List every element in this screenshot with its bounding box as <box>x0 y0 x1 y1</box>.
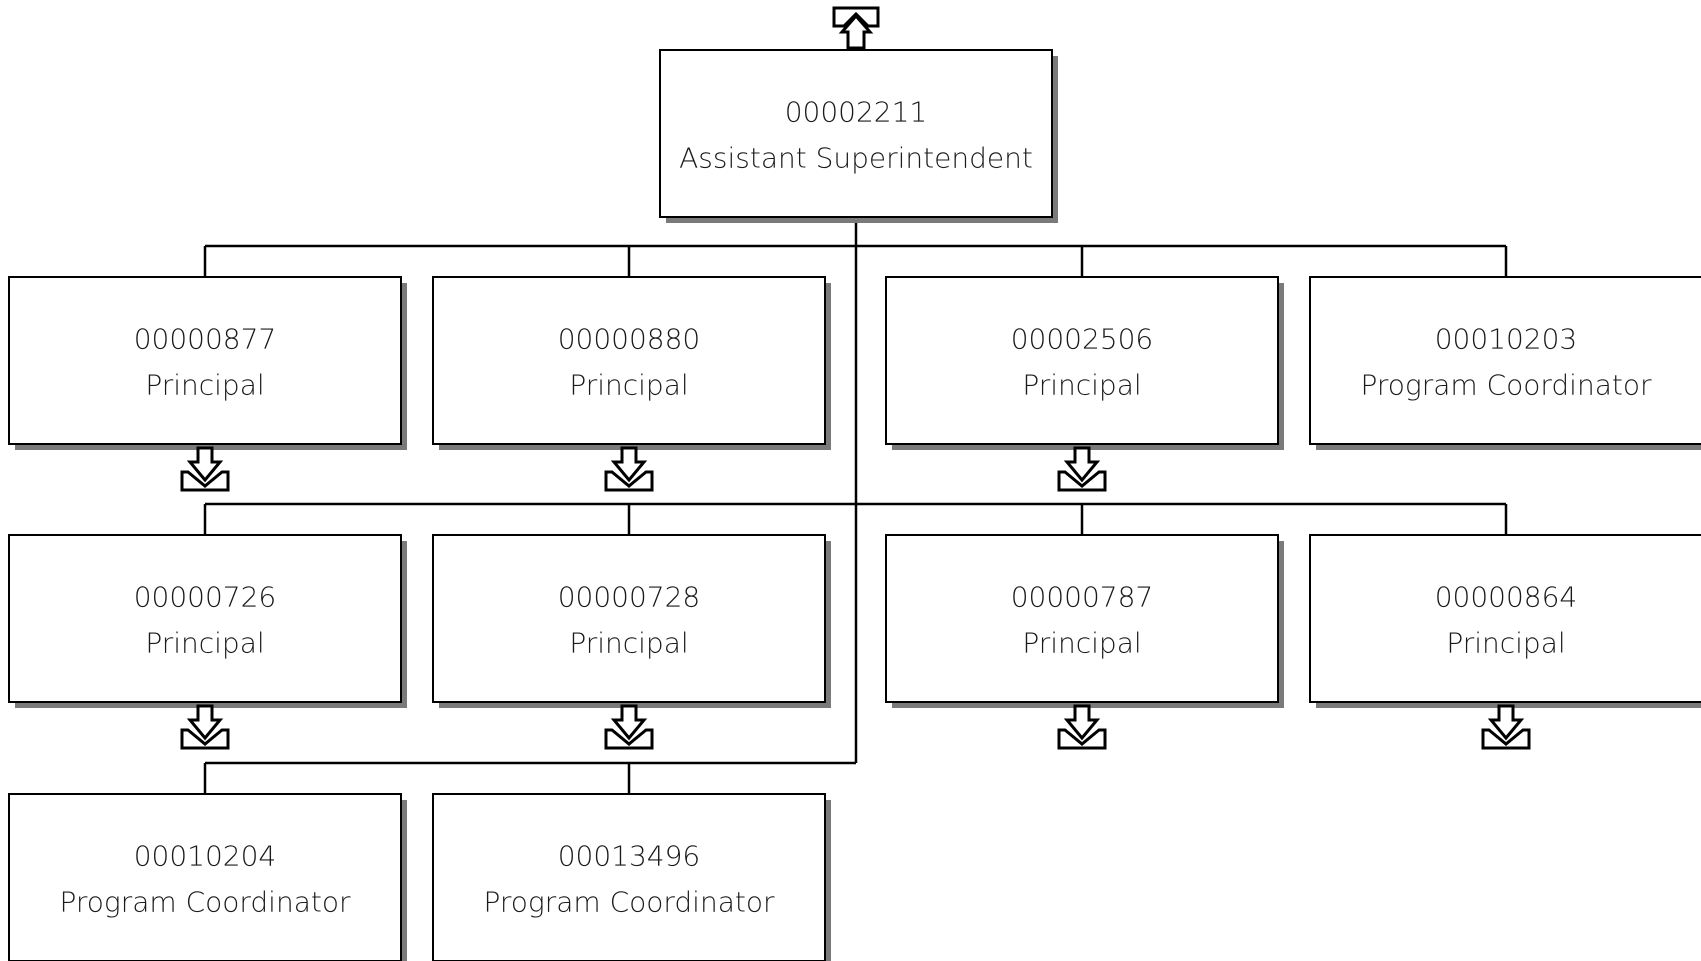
box-frame <box>432 793 826 961</box>
box-frame <box>885 276 1279 445</box>
box-frame <box>1309 534 1701 703</box>
down-arrow-icon[interactable] <box>180 446 230 492</box>
down-arrow-tray <box>180 728 230 750</box>
position-id: 00000864 <box>1435 581 1578 614</box>
down-arrow-icon[interactable] <box>1481 704 1531 750</box>
position-title: Program Coordinator <box>1361 369 1652 402</box>
position-id: 00000728 <box>558 581 701 614</box>
box-frame <box>659 49 1053 218</box>
position-title: Principal <box>1022 369 1141 402</box>
box-frame <box>8 793 402 961</box>
position-title: Principal <box>1022 627 1141 660</box>
position-id: 00000880 <box>558 323 701 356</box>
position-title: Program Coordinator <box>60 886 351 919</box>
box-frame <box>432 276 826 445</box>
down-arrow-head <box>610 446 648 483</box>
down-arrow-tray <box>604 728 654 750</box>
down-arrow-tray <box>1481 728 1531 750</box>
up-arrow-tray <box>832 6 880 28</box>
position-id: 00002211 <box>785 96 928 129</box>
down-arrow-head <box>186 704 224 741</box>
down-arrow-head <box>610 704 648 741</box>
down-arrow-icon[interactable] <box>180 704 230 750</box>
position-id: 00000726 <box>134 581 277 614</box>
position-id: 00000787 <box>1011 581 1154 614</box>
position-title: Program Coordinator <box>484 886 775 919</box>
position-title: Assistant Superintendent <box>679 142 1033 175</box>
down-arrow-head <box>1063 704 1101 741</box>
down-arrow-icon[interactable] <box>1057 704 1107 750</box>
box-frame <box>432 534 826 703</box>
up-arrow-icon[interactable] <box>832 6 880 50</box>
box-frame <box>885 534 1279 703</box>
down-arrow-tray <box>1057 728 1107 750</box>
down-arrow-icon[interactable] <box>604 446 654 492</box>
down-arrow-head <box>186 446 224 483</box>
down-arrow-tray <box>1057 470 1107 492</box>
connector-lines <box>203 217 1508 794</box>
position-title: Principal <box>145 369 264 402</box>
down-arrow-head <box>1487 704 1525 741</box>
down-arrow-head <box>1063 446 1101 483</box>
navigation-arrows <box>180 6 1531 750</box>
position-id: 00013496 <box>558 840 701 873</box>
down-arrow-tray <box>180 470 230 492</box>
position-id: 00010203 <box>1435 323 1578 356</box>
position-id: 00000877 <box>134 323 277 356</box>
up-arrow-head <box>838 13 874 50</box>
box-frame <box>1309 276 1701 445</box>
position-title: Principal <box>569 627 688 660</box>
down-arrow-icon[interactable] <box>604 704 654 750</box>
down-arrow-icon[interactable] <box>1057 446 1107 492</box>
box-frame <box>8 534 402 703</box>
box-frame <box>8 276 402 445</box>
down-arrow-tray <box>604 470 654 492</box>
position-title: Principal <box>569 369 688 402</box>
position-id: 00010204 <box>134 840 277 873</box>
position-id: 00002506 <box>1011 323 1154 356</box>
position-title: Principal <box>145 627 264 660</box>
position-title: Principal <box>1446 627 1565 660</box>
